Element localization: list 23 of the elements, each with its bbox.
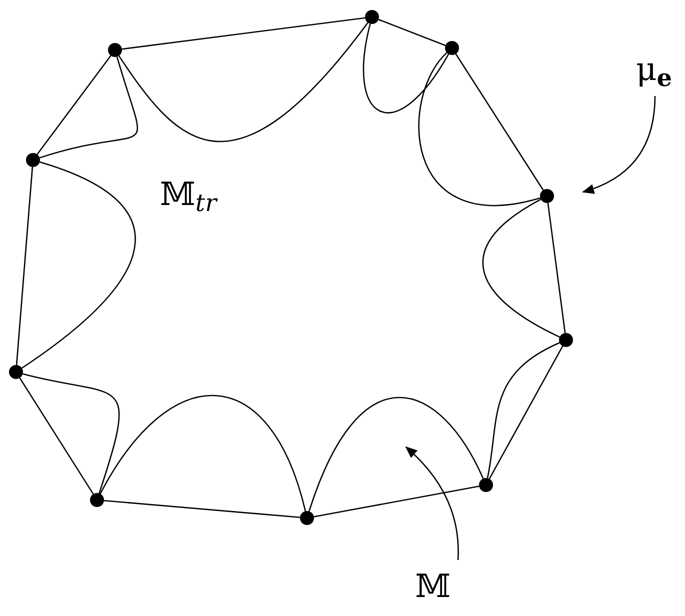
polygon-edge [16, 166, 34, 366]
math-label: 𝕄$_{tr}$ [160, 178, 217, 210]
leader-arrow [582, 96, 656, 194]
curved-edge [21, 161, 136, 369]
curved-edge [362, 24, 450, 114]
curved-edge [118, 22, 368, 142]
curved-edge [418, 52, 540, 206]
math-label: 𝕄 [415, 570, 451, 602]
polygon-edge [19, 378, 94, 494]
polygon-edge [547, 202, 566, 334]
polygon-edge [104, 500, 300, 518]
math-label: μ$_{e}$ [636, 53, 672, 85]
leader-arrow [405, 446, 459, 560]
polygon-edge [455, 54, 544, 190]
polygon-edge [378, 18, 446, 46]
curved-edge [22, 373, 120, 494]
polygon-edge [122, 17, 366, 50]
polygon-edge [36, 55, 112, 155]
curved-edge [39, 56, 138, 158]
curved-edge [100, 395, 306, 512]
polygon-edge [314, 486, 480, 518]
curved-edge [482, 198, 560, 338]
curved-edge [308, 396, 484, 512]
